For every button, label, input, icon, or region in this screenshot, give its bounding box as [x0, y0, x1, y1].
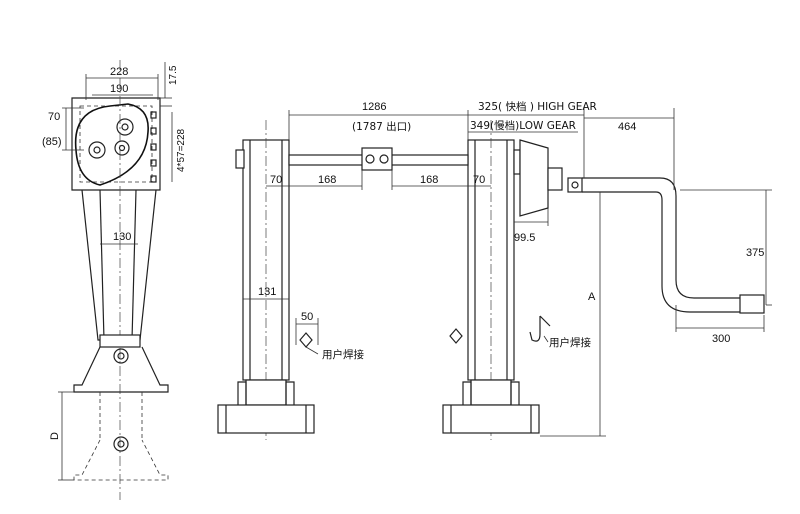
shaft-hole-top: [116, 118, 134, 136]
dim-300: 300: [712, 333, 730, 345]
dim-1787: (1787 出口): [352, 120, 411, 133]
dim-131: 131: [258, 286, 276, 298]
dim-1286: 1286: [362, 101, 386, 113]
shaft-hole-low: [88, 141, 106, 159]
right-foot-base: [442, 404, 540, 434]
crank-grip: [739, 294, 765, 314]
dim-4x57: 4*57=228: [176, 128, 187, 172]
dim-D: D: [49, 432, 61, 440]
dim-A: A: [588, 291, 596, 303]
dim-70-left: 70: [48, 111, 60, 123]
hook-symbol: [529, 315, 551, 342]
foot-pivot: [113, 348, 129, 364]
dim-349-low-gear: 349(慢档)LOW GEAR: [470, 119, 576, 132]
side-view-top-plate: [71, 97, 161, 191]
dim-325-high-gear: 325( 快档 ) HIGH GEAR: [478, 100, 597, 113]
dim-228: 228: [110, 66, 128, 78]
dim-99-5: 99.5: [514, 232, 535, 244]
left-leg-bolt: [235, 149, 245, 169]
front-view: 1286 (1787 出口) 325( 快档 ) HIGH GEAR 349(慢…: [217, 100, 772, 440]
dim-85: (85): [42, 136, 62, 148]
lower-tube-collar: [99, 334, 141, 348]
side-view-foot: [73, 346, 169, 393]
side-view: 228 190 17.5 4*57=228 70 (85) 130 D: [42, 60, 187, 500]
shaft-hole-high: [114, 140, 130, 156]
dim-168-a: 168: [318, 174, 336, 186]
gearbox: [519, 139, 549, 217]
dim-70-b: 70: [473, 174, 485, 186]
weld-symbol-right: [449, 328, 463, 344]
dim-375: 375: [746, 247, 764, 259]
dim-130: 130: [113, 231, 131, 243]
dim-190: 190: [110, 83, 128, 95]
dim-17-5: 17.5: [168, 65, 179, 85]
dim-50: 50: [301, 311, 313, 323]
weld-note-right: 用户焊接: [549, 336, 591, 349]
shaft-coupling: [361, 147, 393, 171]
side-view-body: [81, 189, 157, 341]
weld-symbol-left: [299, 332, 313, 348]
dim-464: 464: [618, 121, 636, 133]
weld-note-left: 用户焊接: [322, 348, 364, 361]
dim-70-a: 70: [270, 174, 282, 186]
crank-handle: [582, 177, 740, 299]
gearbox-cover: [74, 103, 149, 186]
left-foot-base: [217, 404, 315, 434]
dim-168-b: 168: [420, 174, 438, 186]
